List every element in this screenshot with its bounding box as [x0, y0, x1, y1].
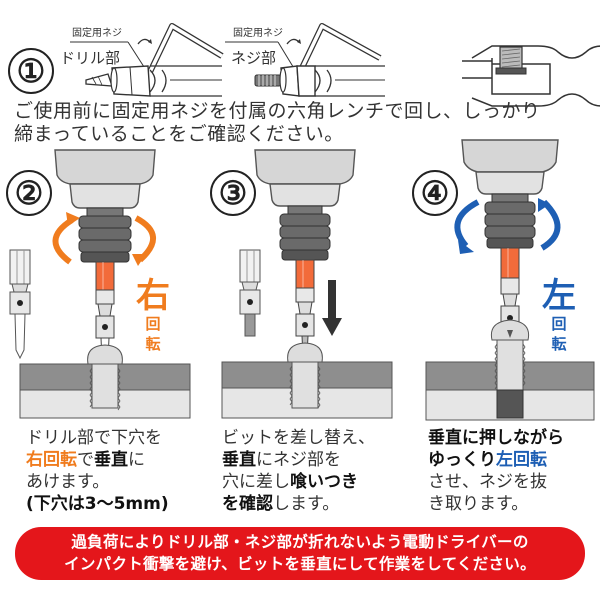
- step-2-desc-rotation: 右回転: [26, 450, 77, 470]
- drill-part-label: ドリル部: [60, 49, 121, 67]
- step-2-desc-line-1: ドリル部で下穴を: [26, 428, 162, 448]
- step-3-desc-line-4: を確認します。: [222, 493, 375, 515]
- step-2-drill-illustration: [9, 149, 191, 419]
- step-1-number: ①: [8, 48, 54, 94]
- step-2-rotation-char-1: 回: [145, 315, 161, 333]
- step-4-desc-press: 垂直に押しながら: [428, 428, 564, 448]
- screw-part-label: ネジ部: [231, 49, 277, 67]
- step-2-desc-line-4: (下穴は3〜5mm): [26, 493, 169, 515]
- set-screw-cross-section-illustration: [462, 45, 600, 107]
- step-3-drill-illustration: [221, 149, 393, 419]
- step-3-desc-text-3: します。: [273, 494, 340, 514]
- step-3-desc-text: にネジ部を: [256, 450, 341, 470]
- step-1-instruction-line-1: ご使用前に固定用ネジを付属の六角レンチで回し、しっかり: [14, 100, 541, 122]
- step-2-desc-line-3: あけます。: [26, 472, 110, 492]
- step-4-number: ④: [412, 170, 458, 216]
- step-2-description: ドリル部で下穴を 右回転で垂直に あけます。 (下穴は3〜5mm): [26, 427, 169, 515]
- step-4-rotation-char-1: 回: [551, 315, 567, 333]
- step-2-desc-text-end: に: [128, 450, 145, 470]
- screw-bit-with-hex-wrench-illustration: [225, 23, 385, 97]
- step-4-desc-line-4: き取ります。: [428, 494, 529, 514]
- step-2-desc-hole-size: (下穴は3〜5mm): [26, 494, 169, 514]
- step-4-desc-slowly: ゆっくり: [428, 450, 496, 470]
- warning-banner: 過負荷によりドリル部・ネジ部が折れないよう電動ドライバーの インパクト衝撃を避け…: [15, 527, 585, 580]
- step-2-desc-vertical: 垂直: [94, 450, 128, 470]
- step-4-desc-line-2: ゆっくり左回転: [428, 449, 564, 471]
- screw-set-screw-label: 固定用ネジ: [233, 28, 283, 39]
- step-3-number: ③: [210, 170, 256, 216]
- step-4-drill-illustration: [425, 139, 595, 421]
- step-2-rotation-direction: 右: [136, 276, 170, 316]
- step-4-desc-rotation: 左回転: [496, 450, 547, 470]
- step-4-desc-line-1: 垂直に押しながら: [428, 427, 564, 449]
- step-1-instruction-line-2: 締まっていることをご確認ください。: [14, 123, 344, 145]
- step-4-rotation-char-2: 転: [551, 335, 567, 353]
- step-3-desc-confirm: を確認: [222, 494, 273, 514]
- step-1-instruction: ご使用前に固定用ネジを付属の六角レンチで回し、しっかり 締まっていることをご確認…: [14, 100, 594, 146]
- step-4-description: 垂直に押しながら ゆっくり左回転 させ、ネジを抜 き取ります。: [428, 427, 564, 515]
- warning-line-2: インパクト衝撃を避け、ビットを垂直にして作業をしてください。: [64, 555, 536, 573]
- step-3-desc-vertical: 垂直: [222, 450, 256, 470]
- step-2-rotation-char-2: 転: [145, 335, 161, 353]
- drill-bit-with-hex-wrench-illustration: [70, 23, 224, 97]
- step-4-desc-line-3: させ、ネジを抜: [428, 472, 547, 492]
- drill-set-screw-label: 固定用ネジ: [72, 28, 122, 39]
- step-3-description: ビットを差し替え、 垂直にネジ部を 穴に差し喰いつき を確認します。: [222, 427, 375, 515]
- step-4-rotation-direction: 左: [542, 276, 576, 316]
- step-2-desc-text: で: [77, 450, 94, 470]
- step-3-desc-line-3: 穴に差し喰いつき: [222, 471, 375, 493]
- warning-line-1: 過負荷によりドリル部・ネジ部が折れないよう電動ドライバーの: [71, 533, 529, 551]
- step-2-desc-line-2: 右回転で垂直に: [26, 449, 169, 471]
- step-3-desc-line-2: 垂直にネジ部を: [222, 449, 375, 471]
- step-2-number: ②: [6, 170, 52, 216]
- step-3-desc-line-1: ビットを差し替え、: [222, 428, 375, 448]
- step-3-desc-bite: 喰いつき: [290, 472, 358, 492]
- step-3-desc-text-2: 穴に差し: [222, 472, 290, 492]
